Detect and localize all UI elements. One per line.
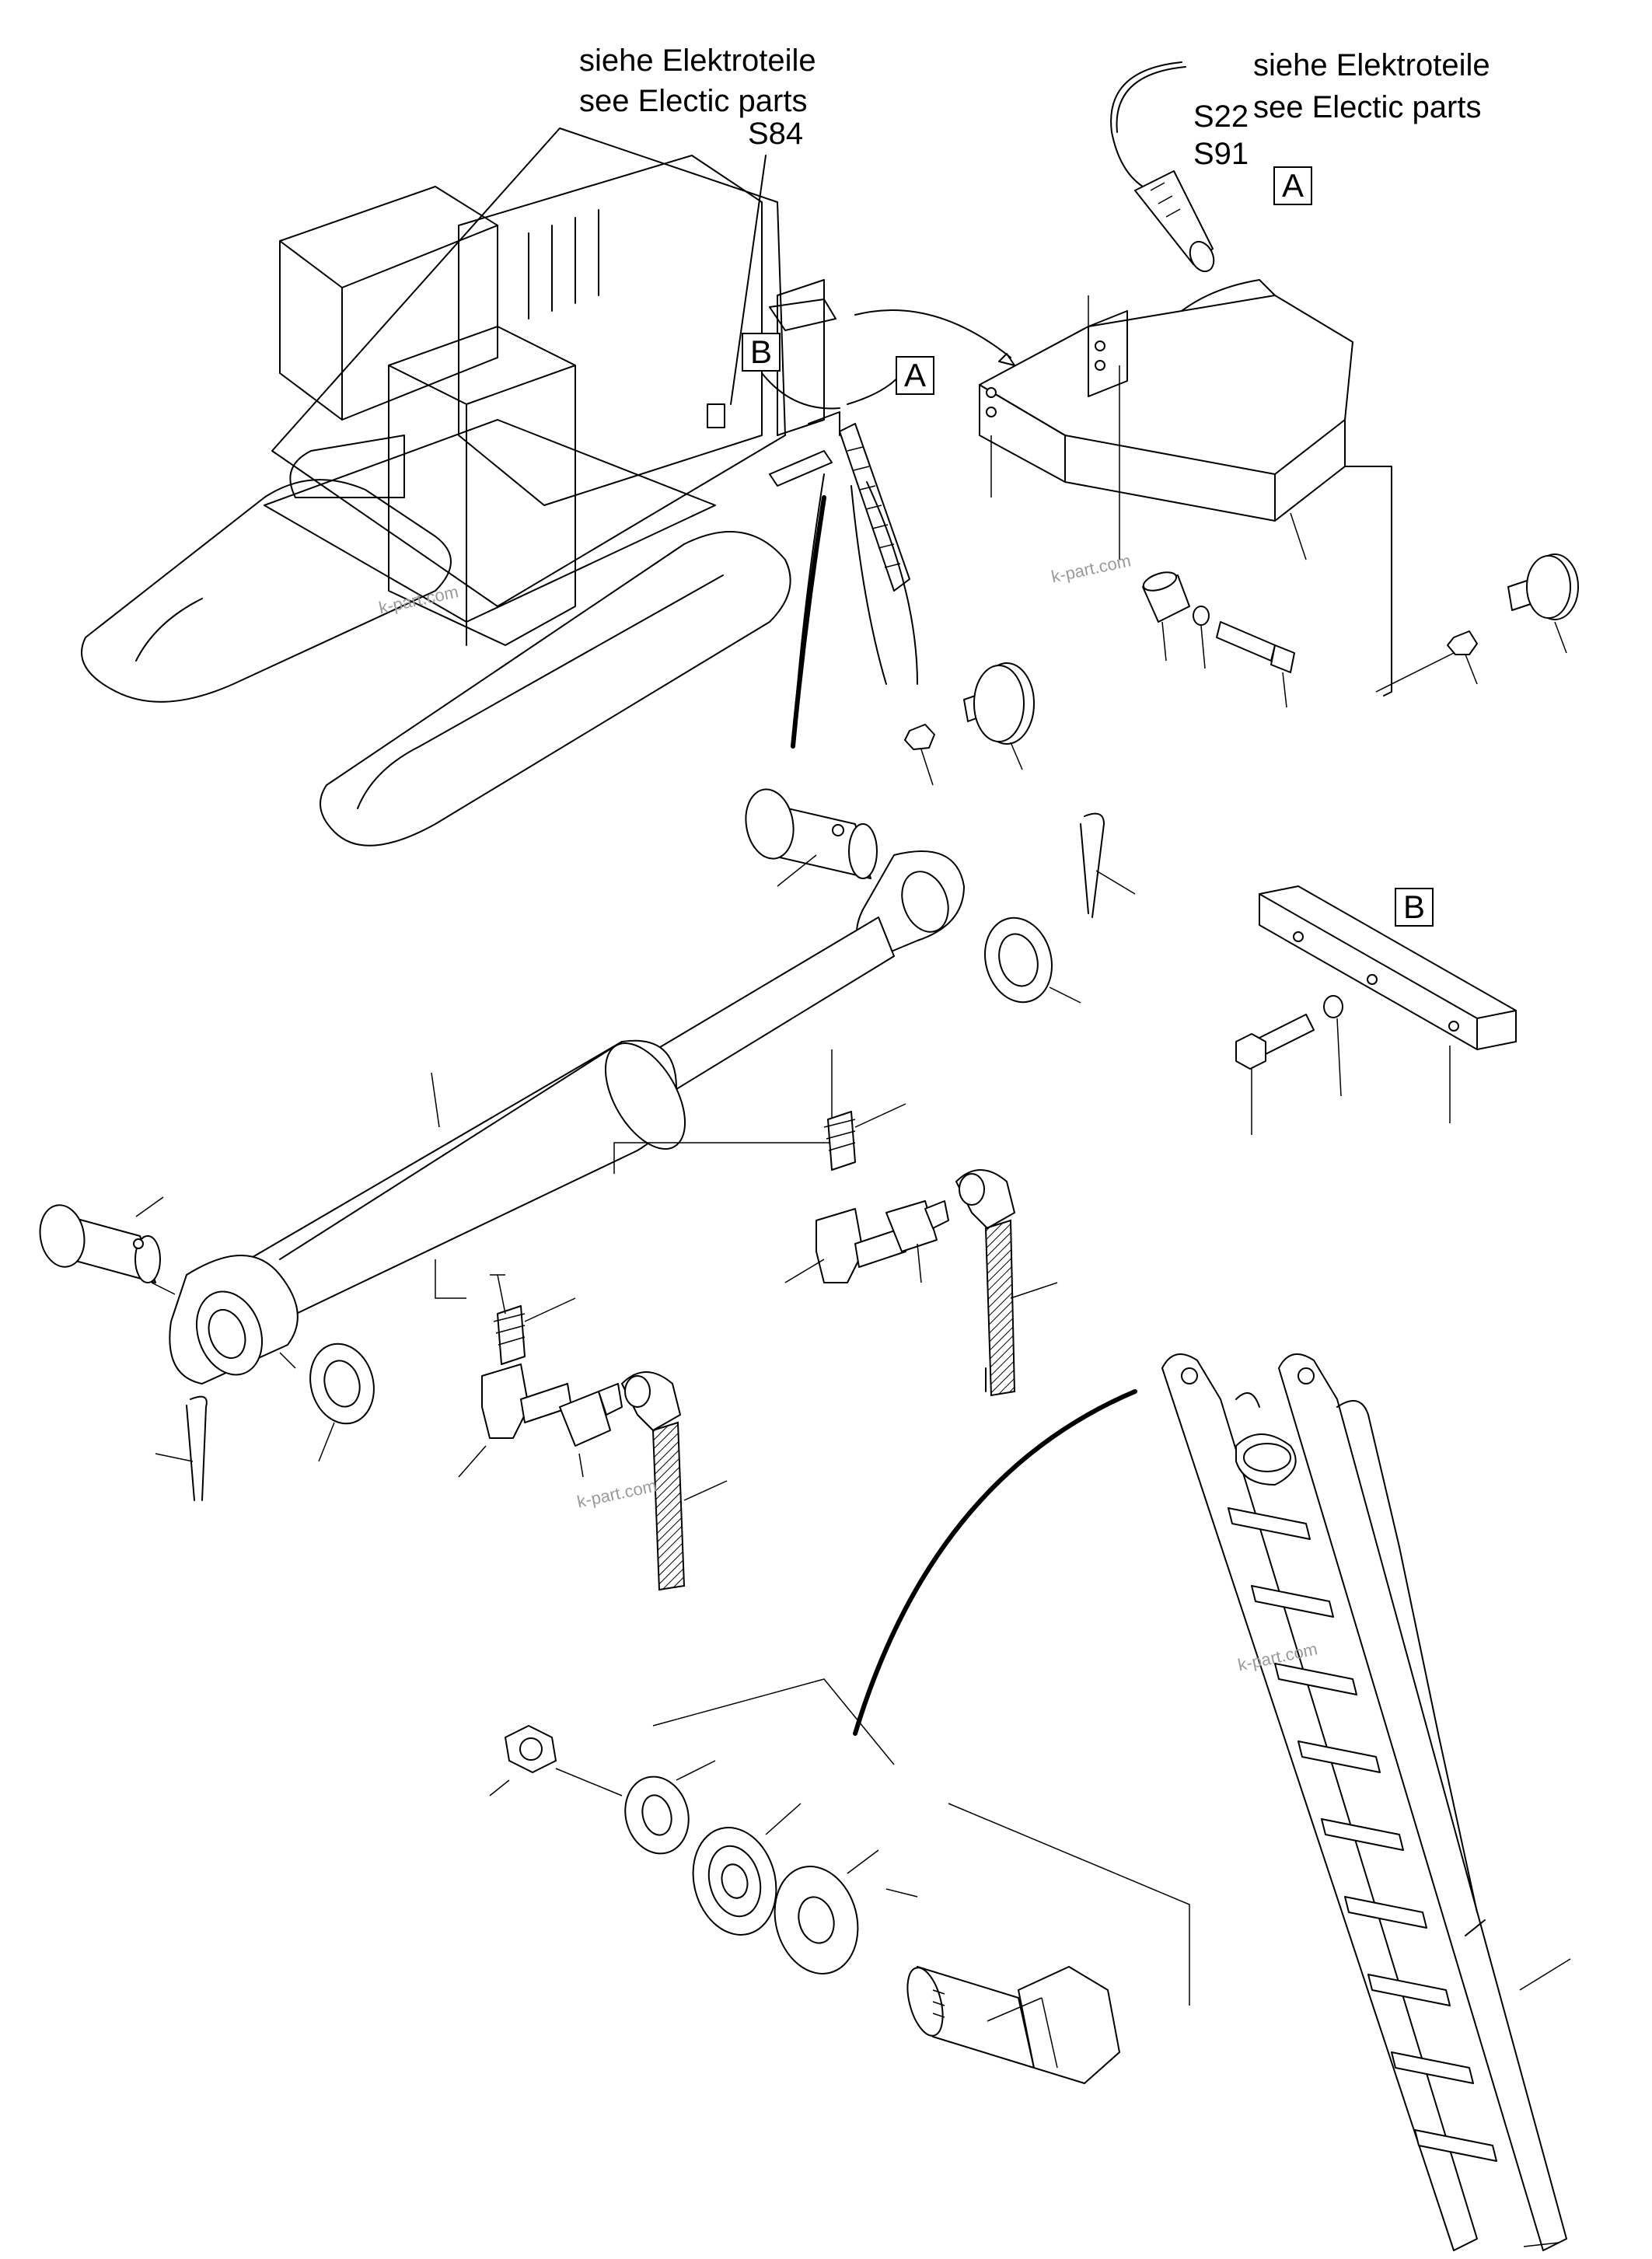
- detail-a-marker-machine: A: [896, 356, 934, 395]
- switch-s84-location: [707, 403, 725, 428]
- sensor-s22-s91: [1110, 61, 1215, 273]
- sensor-note-english: see Electic parts: [1253, 90, 1482, 124]
- bearing-pivot-assembly: [489, 1678, 1190, 2084]
- ladder-assembly: [853, 1353, 1571, 2251]
- s84-part-code: S84: [748, 117, 804, 151]
- ladder-rungs: [1228, 1507, 1497, 2162]
- detail-b-plate: [1235, 885, 1517, 1135]
- detail-b-marker: B: [1395, 888, 1434, 927]
- s84-note-english: see Electic parts: [579, 84, 808, 118]
- stop-buffer-assembly: [791, 473, 1035, 786]
- machine-illustration: [81, 127, 910, 847]
- hose-fitting-group-1: [784, 1103, 1058, 1397]
- detail-a-marker: A: [1273, 166, 1312, 205]
- sensor-part-code-s91: S91: [1193, 137, 1249, 171]
- sensor-note-german: siehe Elektroteile: [1253, 48, 1490, 82]
- hydraulic-cylinder: [39, 788, 1136, 1501]
- detail-a-bracket: [854, 279, 1579, 708]
- hose-fitting-group-2: [458, 1274, 728, 1591]
- s84-note-german: siehe Elektroteile: [579, 44, 816, 78]
- sensor-part-code-s22: S22: [1193, 100, 1249, 134]
- detail-b-marker-machine: B: [742, 333, 781, 372]
